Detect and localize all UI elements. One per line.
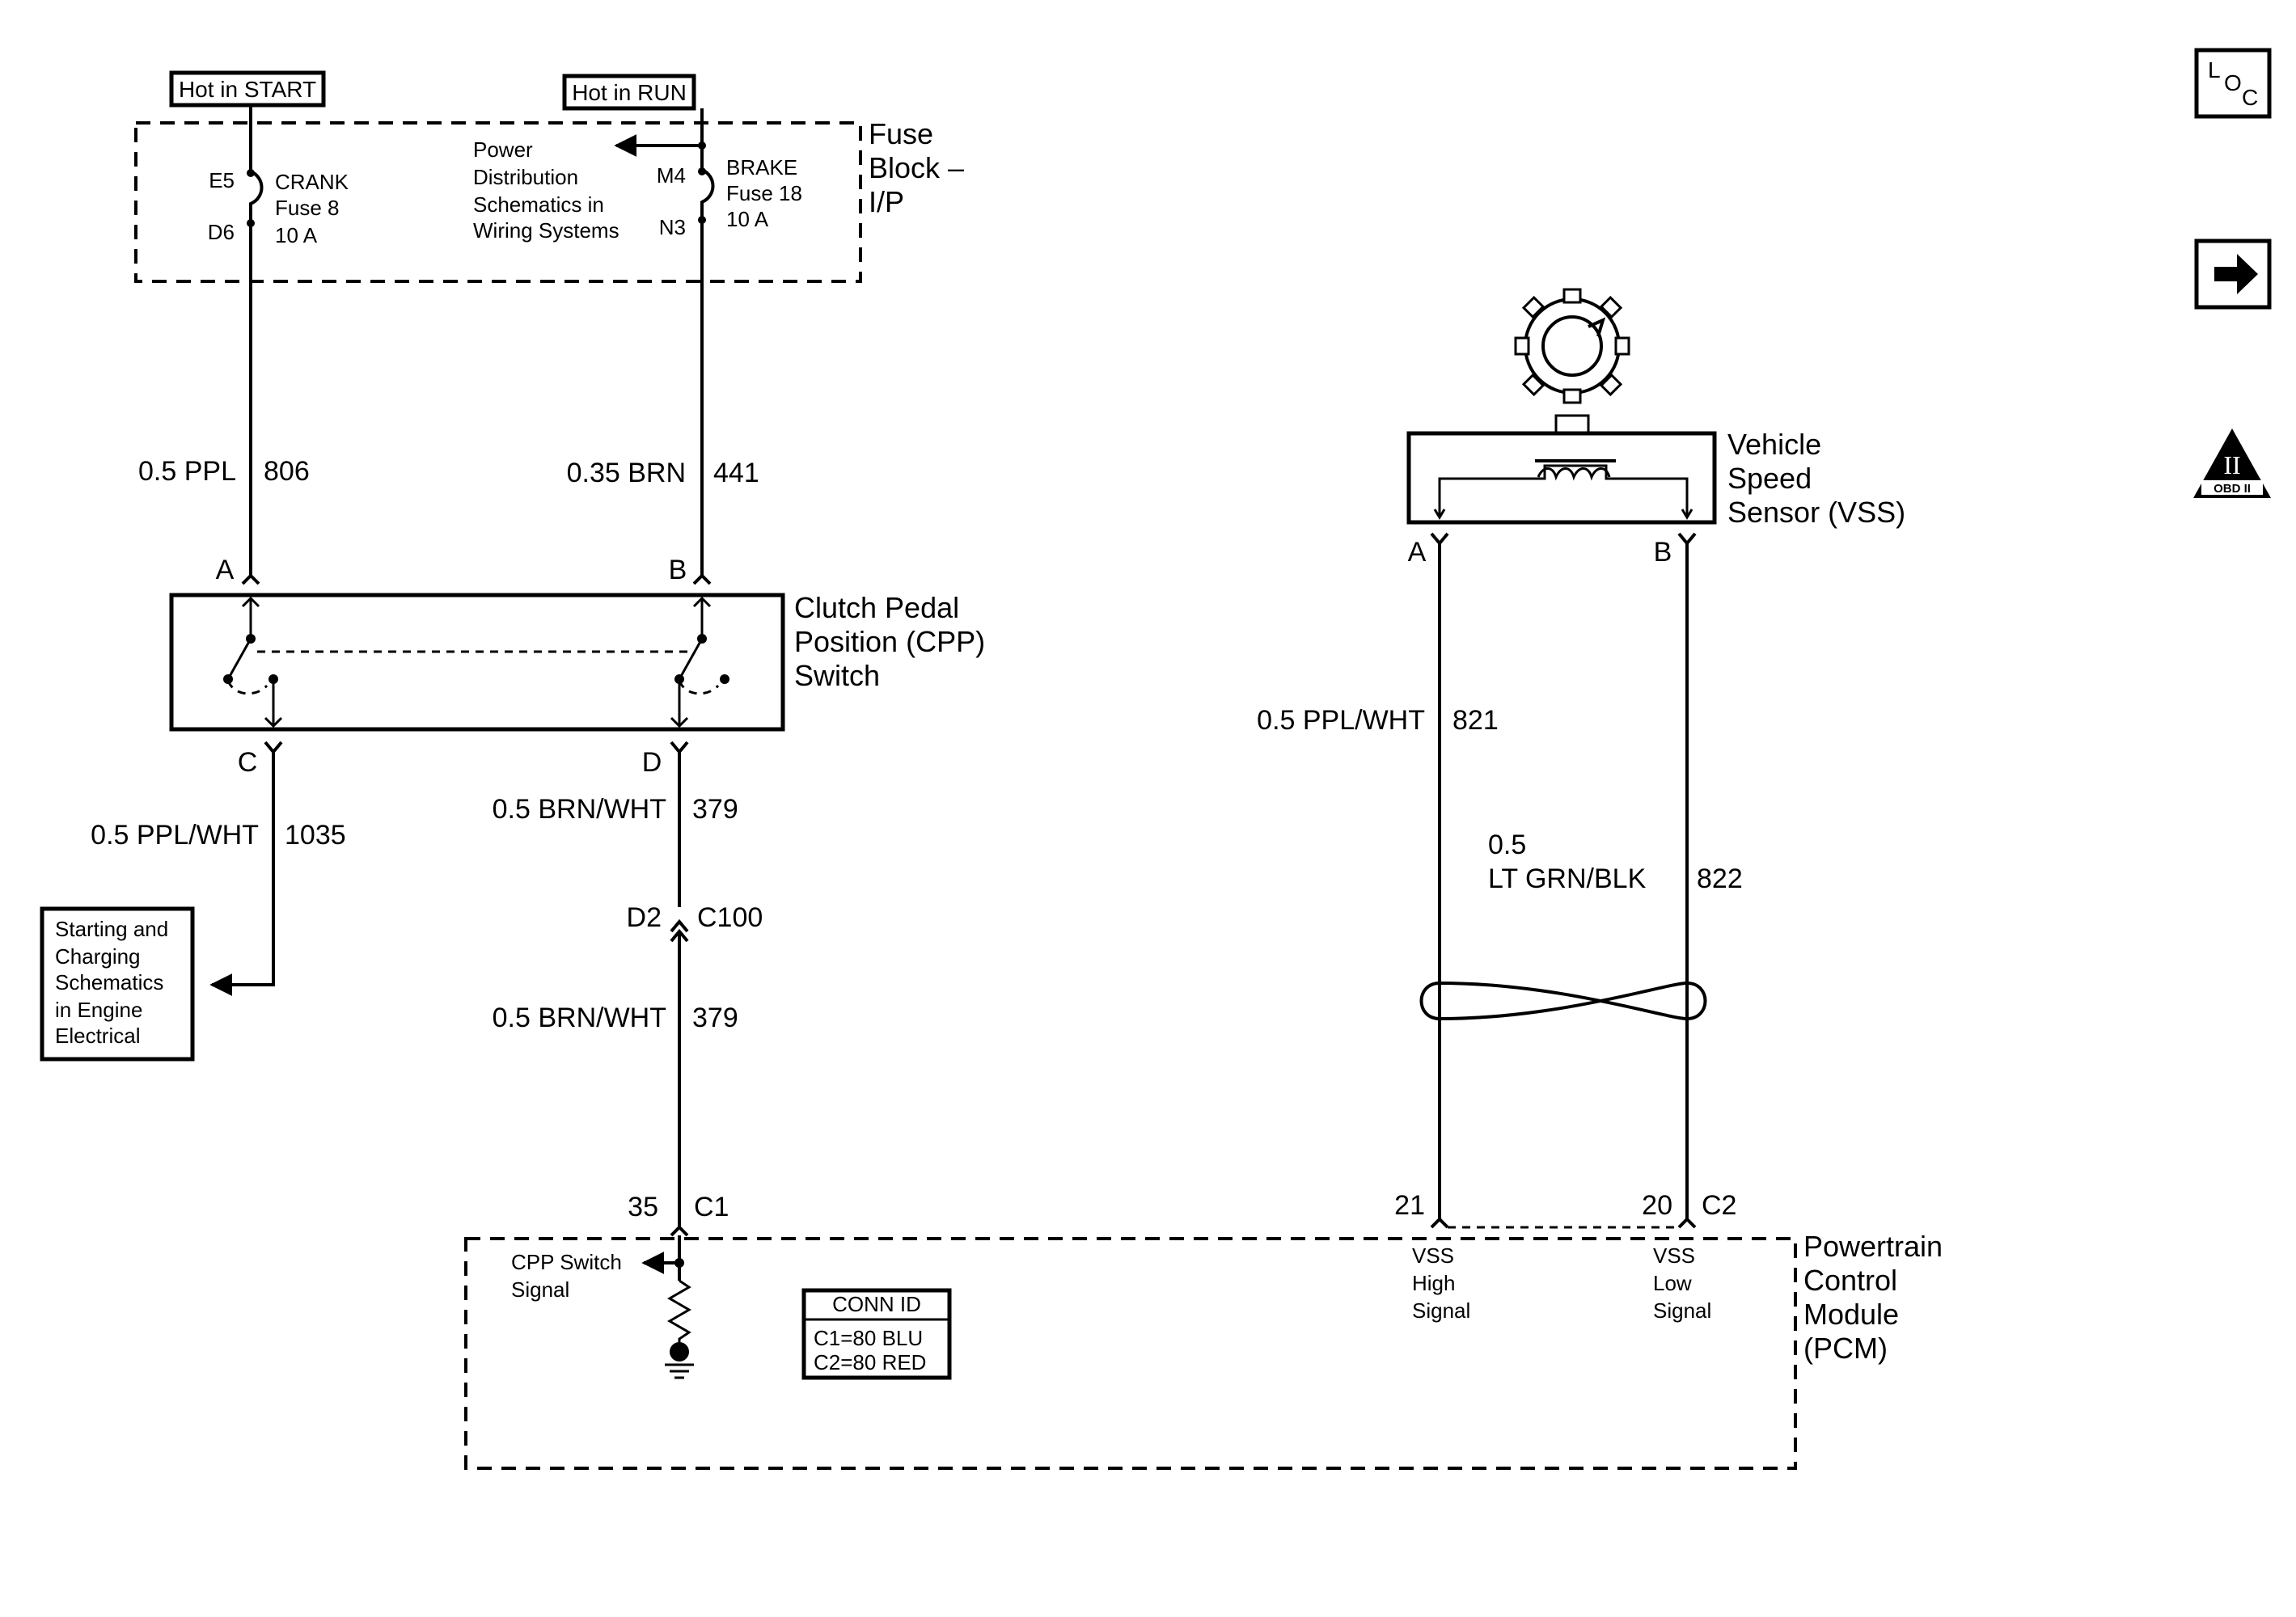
svg-text:Schematics in: Schematics in [473, 192, 604, 217]
wire-1035-circuit: 1035 [285, 820, 346, 851]
svg-text:Fuse 8: Fuse 8 [275, 196, 340, 220]
vss-low-signal-label: VSS [1653, 1243, 1695, 1268]
brake-fuse: M4 N3 BRAKE Fuse 18 10 A [657, 108, 802, 239]
svg-text:N3: N3 [659, 215, 686, 239]
svg-text:21: 21 [1394, 1190, 1425, 1221]
svg-text:(PCM): (PCM) [1803, 1332, 1888, 1365]
svg-text:in Engine: in Engine [55, 998, 142, 1022]
svg-text:E5: E5 [209, 168, 235, 192]
svg-text:A: A [1408, 537, 1427, 568]
svg-text:20: 20 [1642, 1190, 1672, 1221]
wire-441-circuit: 441 [713, 458, 759, 488]
wire-806-circuit: 806 [264, 456, 310, 487]
wire-806-gauge: 0.5 PPL [138, 456, 236, 487]
wire-1035-gauge: 0.5 PPL/WHT [91, 820, 259, 851]
svg-text:Speed: Speed [1727, 462, 1812, 495]
svg-text:BRAKE: BRAKE [726, 155, 797, 179]
conn-id-c1: C1=80 BLU [814, 1326, 923, 1350]
wire-822-gauge-1: 0.5 [1488, 830, 1526, 860]
svg-text:OBD II: OBD II [2214, 482, 2251, 496]
wire-441-gauge: 0.35 BRN [567, 458, 686, 488]
obd-ii-warning-icon[interactable]: II OBD II [2193, 429, 2271, 498]
svg-text:Hot in START: Hot in START [179, 77, 316, 102]
pcm-title: Powertrain [1803, 1230, 1943, 1263]
svg-text:B: B [669, 555, 687, 585]
svg-text:L: L [2208, 57, 2221, 82]
conn-id-title: CONN ID [832, 1292, 921, 1316]
vehicle-speed-sensor [1406, 431, 1717, 525]
fuse-block-title: Fuse [869, 117, 933, 150]
svg-text:C1: C1 [694, 1192, 729, 1222]
svg-text:Wiring Systems: Wiring Systems [473, 218, 619, 243]
cpp-signal-label: CPP Switch [511, 1250, 622, 1274]
power-distribution-reference: Power Distribution Schematics in Wiring … [473, 137, 619, 243]
svg-text:I/P: I/P [869, 185, 904, 218]
crank-fuse: E5 D6 CRANK Fuse 8 10 A [208, 105, 349, 247]
hot-in-start-label: Hot in START [169, 70, 326, 108]
svg-text:Block –: Block – [869, 151, 964, 184]
wire-821-circuit: 821 [1452, 705, 1499, 736]
wire-821-gauge: 0.5 PPL/WHT [1257, 705, 1425, 736]
wire-379b-gauge: 0.5 BRN/WHT [493, 1003, 666, 1033]
hot-in-run-label: Hot in RUN [562, 74, 696, 111]
svg-text:High: High [1412, 1271, 1455, 1295]
c100-pin: D2 [627, 902, 662, 933]
svg-text:Distribution: Distribution [473, 165, 578, 189]
svg-text:A: A [216, 555, 235, 585]
svg-text:D6: D6 [208, 220, 235, 244]
fuse-block: Fuse Block – I/P E5 D6 CRANK Fuse 8 10 A… [134, 105, 964, 283]
svg-text:10 A: 10 A [275, 223, 318, 247]
wire-822-circuit: 822 [1697, 863, 1743, 894]
next-page-arrow-icon[interactable] [2194, 239, 2272, 310]
svg-text:Starting and: Starting and [55, 917, 168, 941]
svg-text:Signal: Signal [1653, 1298, 1711, 1323]
svg-text:Signal: Signal [511, 1277, 569, 1302]
starting-charging-reference: Starting and Charging Schematics in Engi… [40, 906, 195, 1062]
wire-822-gauge-2: LT GRN/BLK [1488, 863, 1647, 894]
cpp-switch-title: Clutch Pedal [794, 591, 959, 624]
svg-text:C: C [238, 747, 258, 778]
svg-text:O: O [2224, 70, 2242, 95]
svg-text:Power: Power [473, 137, 533, 162]
svg-text:Sensor (VSS): Sensor (VSS) [1727, 496, 1905, 529]
svg-text:Position (CPP): Position (CPP) [794, 625, 985, 658]
cpp-switch [169, 593, 785, 732]
svg-text:Signal: Signal [1412, 1298, 1470, 1323]
pcm-module [464, 1235, 1797, 1470]
svg-text:Module: Module [1803, 1298, 1899, 1331]
svg-text:II: II [2223, 450, 2240, 479]
wire-379a-gauge: 0.5 BRN/WHT [493, 794, 666, 825]
twisted-pair-symbol [1419, 981, 1707, 1021]
vss-title: Vehicle [1727, 428, 1821, 461]
svg-text:Control: Control [1803, 1264, 1897, 1297]
component-locator-icon[interactable]: L O C [2194, 48, 2272, 119]
svg-text:C: C [2242, 85, 2258, 110]
svg-text:Low: Low [1653, 1271, 1692, 1295]
svg-text:Schematics: Schematics [55, 970, 163, 994]
svg-text:35: 35 [628, 1192, 658, 1222]
svg-text:B: B [1654, 537, 1672, 568]
conn-id-c2: C2=80 RED [814, 1350, 926, 1374]
svg-text:CRANK: CRANK [275, 170, 349, 194]
svg-text:Hot in RUN: Hot in RUN [572, 80, 687, 105]
svg-text:Switch: Switch [794, 659, 880, 692]
vss-gear-icon [1514, 288, 1630, 435]
wire-379a-circuit: 379 [692, 794, 738, 825]
svg-text:Charging: Charging [55, 944, 141, 969]
svg-text:M4: M4 [657, 163, 686, 188]
wire-379b-circuit: 379 [692, 1003, 738, 1033]
svg-text:10 A: 10 A [726, 207, 769, 231]
svg-text:D: D [642, 747, 662, 778]
svg-text:C2: C2 [1702, 1190, 1736, 1221]
c100-name: C100 [697, 902, 763, 933]
svg-text:Electrical: Electrical [55, 1024, 140, 1048]
wire-1035 [209, 752, 275, 996]
svg-text:Fuse 18: Fuse 18 [726, 181, 802, 205]
vss-high-signal-label: VSS [1412, 1243, 1454, 1268]
